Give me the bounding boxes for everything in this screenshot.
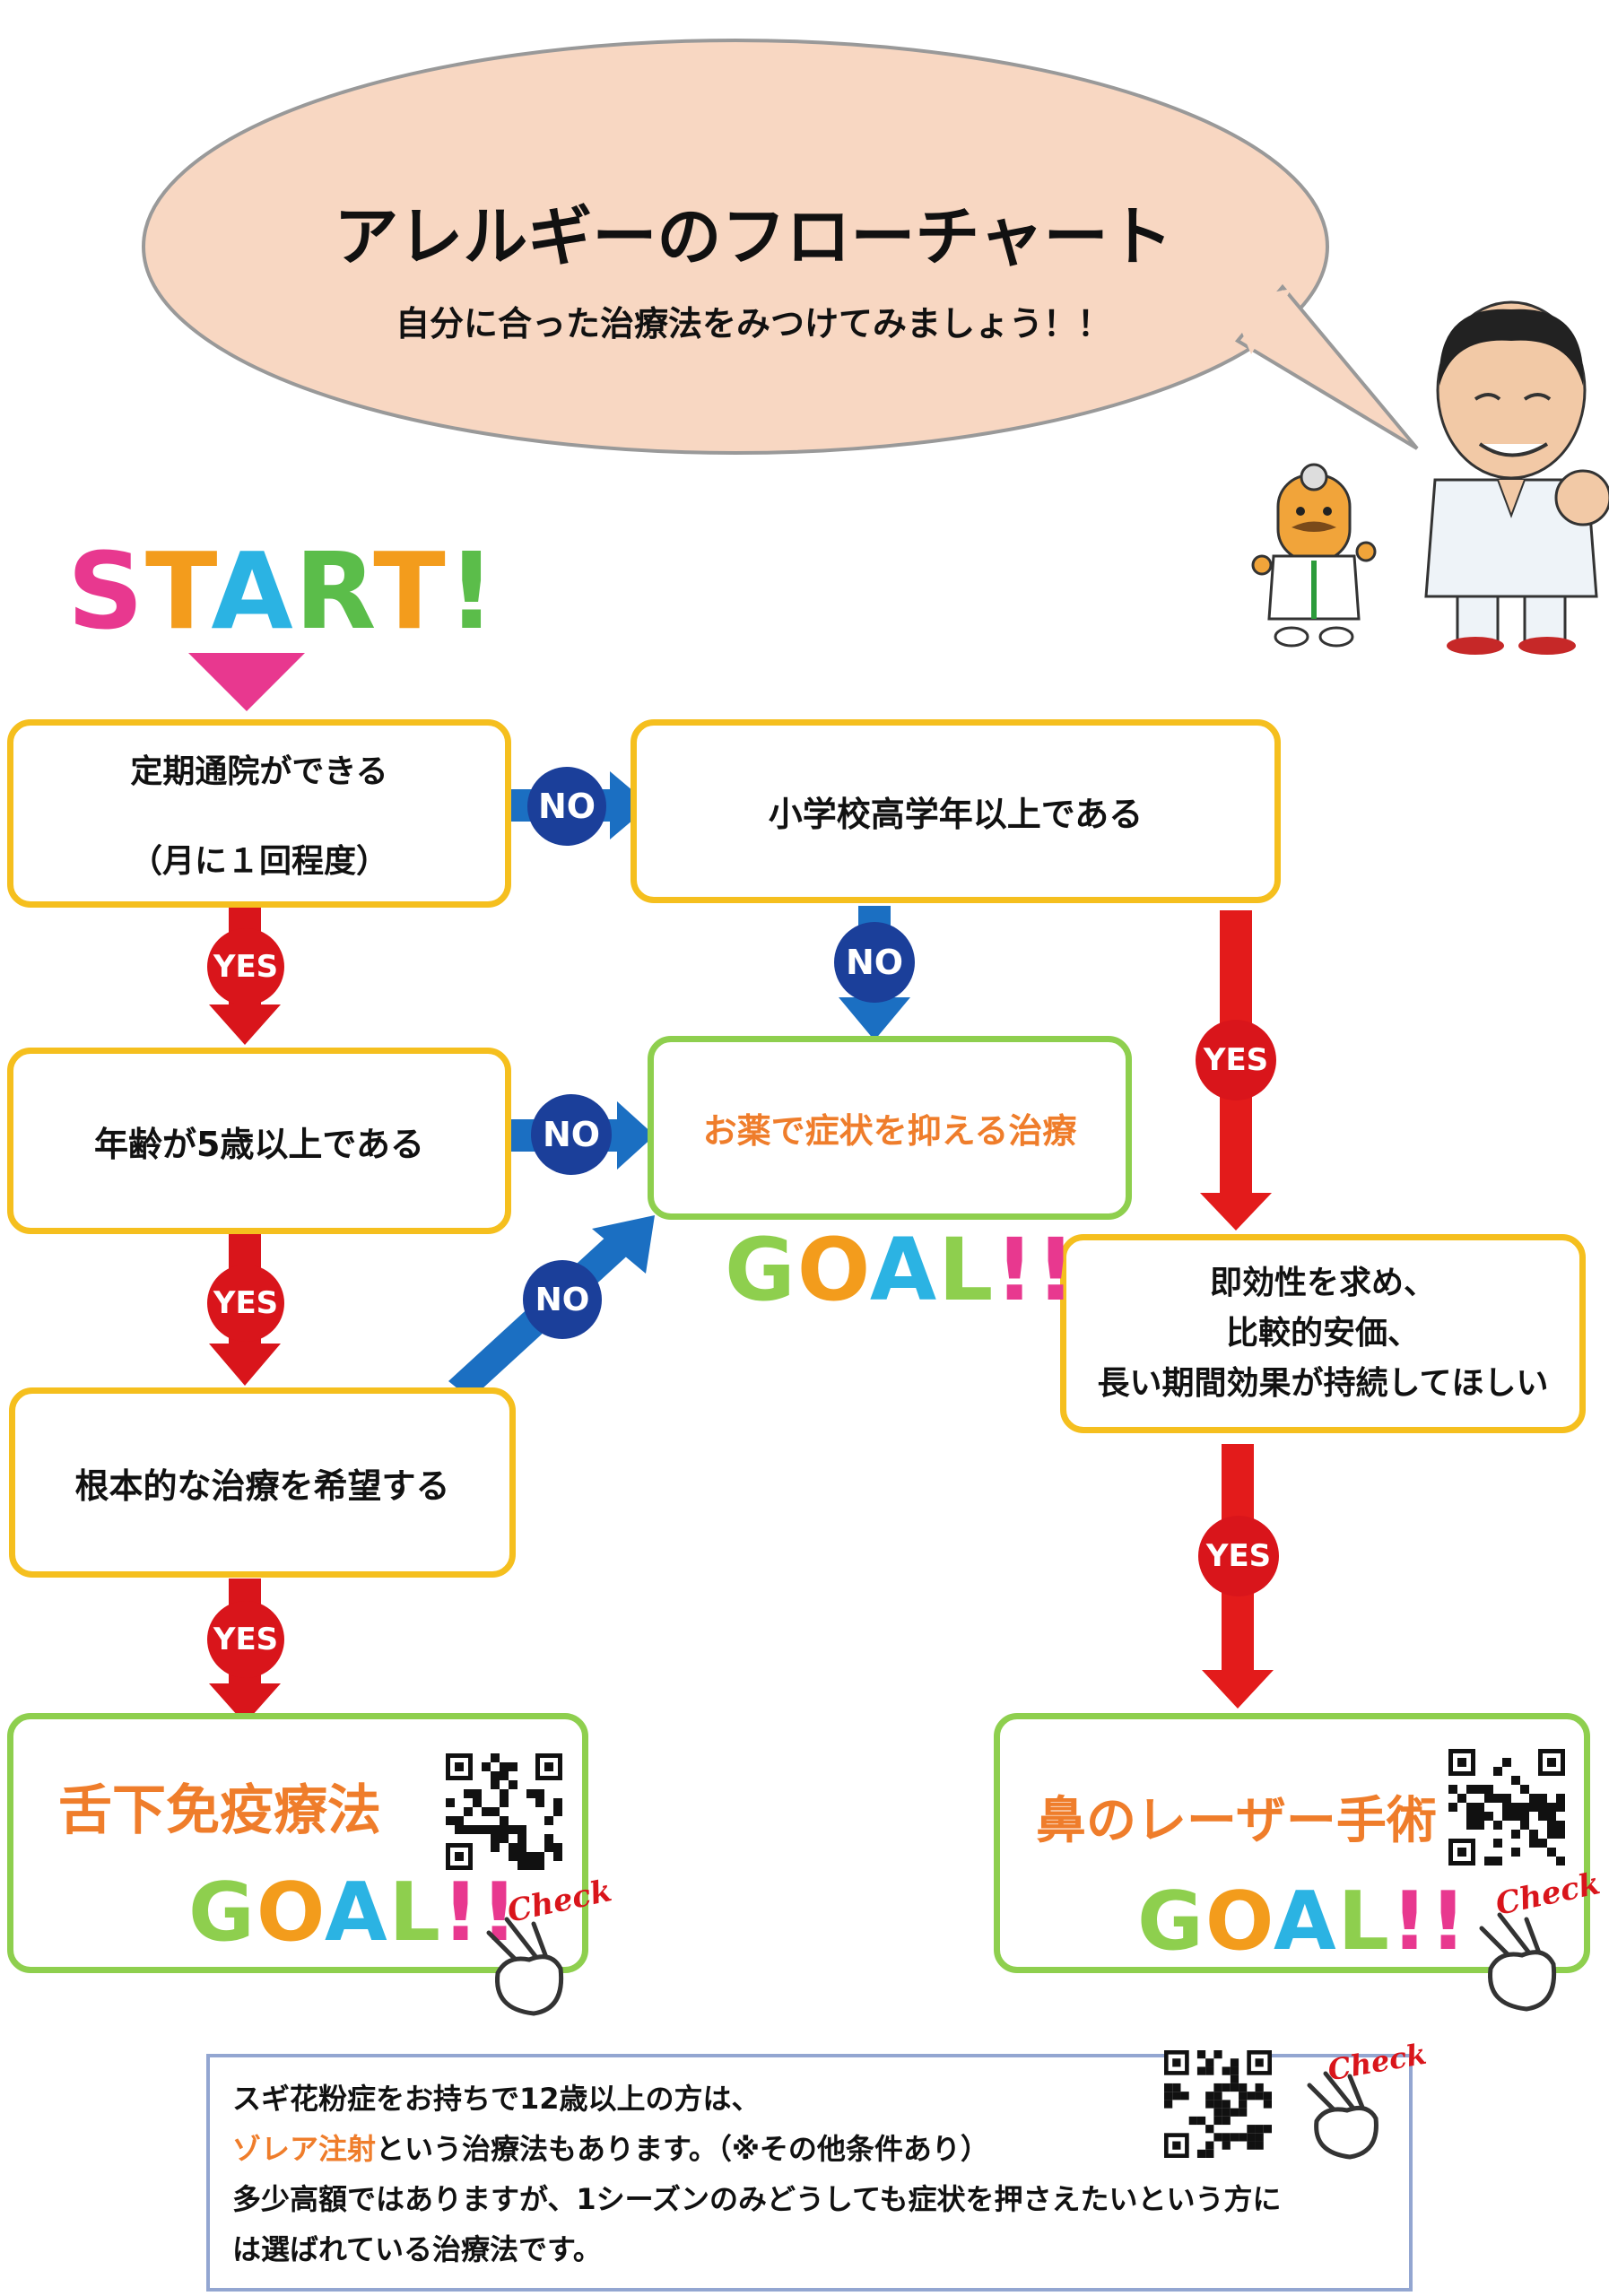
qr-code-slit xyxy=(446,1753,562,1870)
note-line-4: は選ばれている治療法です。 xyxy=(232,2232,602,2266)
question-quick-cheap-lasting: 即効性を求め、 比較的安価、 長い期間効果が持続してほしい xyxy=(1060,1234,1586,1433)
goal-slit-title: 舌下免疫療法 xyxy=(58,1779,381,1842)
answer-yes-q3: YES xyxy=(207,1265,284,1342)
hand-icon-note xyxy=(1307,2071,1379,2160)
hand-icon-slit xyxy=(486,1917,564,2016)
answer-no-q3: NO xyxy=(531,1094,612,1175)
note-line-1: スギ花粉症をお持ちで12歳以上の方は、 xyxy=(232,2082,761,2116)
goal-label-laser: GOAL!! xyxy=(1137,1874,1469,1969)
note-highlight: ゾレア注射 xyxy=(232,2132,377,2166)
answer-yes-q4: YES xyxy=(207,1601,284,1678)
qr-code-note xyxy=(1164,2050,1272,2158)
goal-laser-title: 鼻のレーザー手術 xyxy=(1036,1792,1437,1850)
question-age-5-plus: 年齢が5歳以上である xyxy=(7,1048,511,1234)
start-arrow xyxy=(188,653,305,711)
note-line-2: ゾレア注射という治療法もあります。（※その他条件あり） xyxy=(232,2132,989,2166)
goal-label-medicine: GOAL!! xyxy=(725,1220,1077,1320)
qr-code-laser xyxy=(1448,1749,1565,1866)
answer-no-q1: NO xyxy=(527,767,606,846)
page-title: アレルギーのフローチャート xyxy=(334,199,1173,274)
hand-icon-laser xyxy=(1479,1912,1557,2012)
question-upper-elementary: 小学校高学年以上である xyxy=(631,719,1281,903)
answer-yes-q5: YES xyxy=(1198,1516,1279,1596)
start-label: START! xyxy=(67,529,498,653)
page-subtitle: 自分に合った治療法をみつけてみましょう！！ xyxy=(395,304,1111,344)
speech-bubble xyxy=(142,39,1419,455)
goal-label-slit: GOAL!! xyxy=(188,1866,520,1960)
mascot-illustration xyxy=(1251,463,1377,648)
doctor-illustration xyxy=(1424,300,1609,655)
note-line-3: 多少高額ではありますが、1シーズンのみどうしても症状を押さえたいという方に xyxy=(232,2182,1282,2216)
answer-no-q2: NO xyxy=(834,922,915,1003)
question-root-treatment: 根本的な治療を希望する xyxy=(9,1387,516,1578)
answer-yes-q1: YES xyxy=(207,928,284,1005)
goal-medicine: お薬で症状を抑える治療 xyxy=(648,1036,1132,1220)
answer-yes-q2: YES xyxy=(1196,1020,1276,1100)
question-regular-visits: 定期通院ができる （月に１回程度） xyxy=(7,719,511,908)
answer-no-q4: NO xyxy=(523,1260,602,1339)
